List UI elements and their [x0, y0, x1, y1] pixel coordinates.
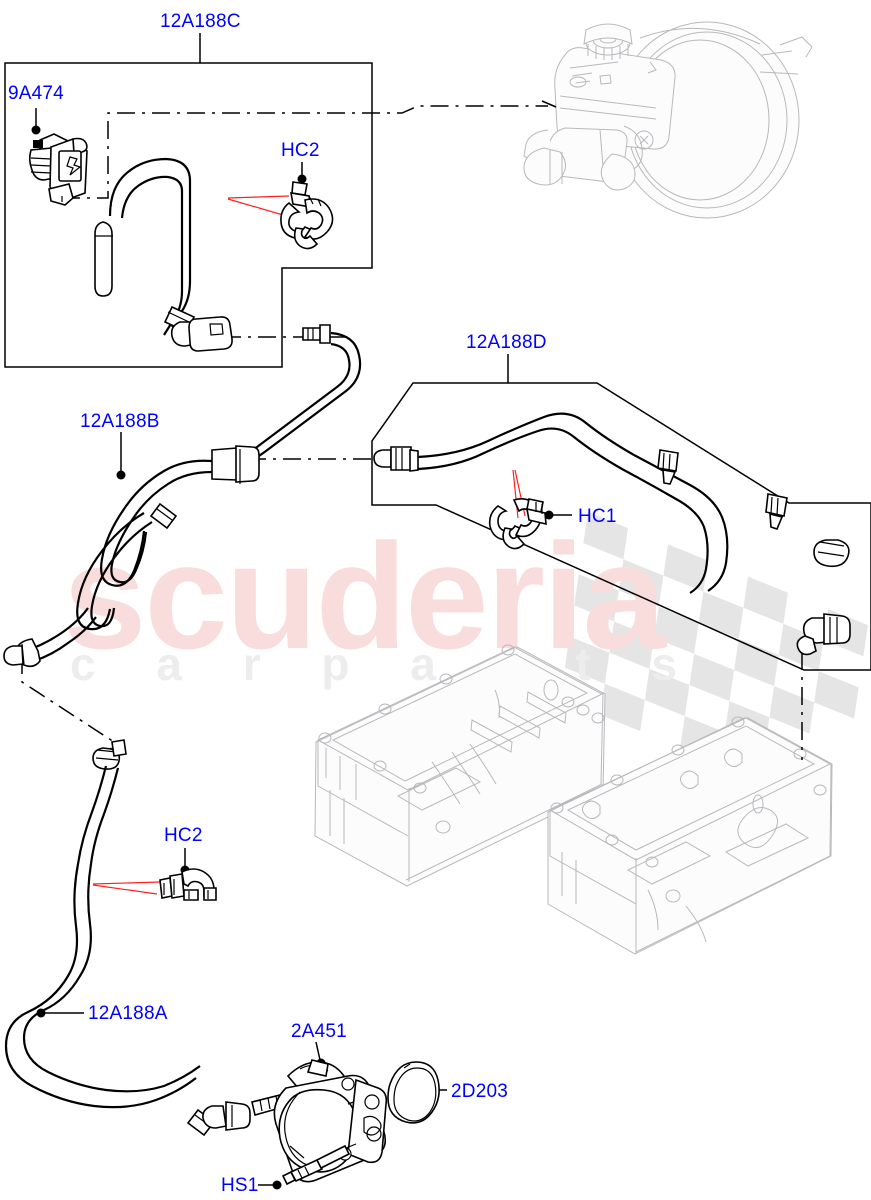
part-label-hc1[interactable]: HC1 [578, 506, 617, 527]
part-label-2a451[interactable]: 2A451 [291, 1021, 347, 1042]
construction-line-valve-to-booster [62, 105, 548, 199]
highlight-pointer-hc2-bottom [92, 881, 161, 895]
vacuum-pump-gasket-2d203 [387, 1061, 440, 1124]
hose-barb-fitting-c [302, 324, 331, 344]
construction-line-a-bend [21, 656, 112, 756]
part-label-12a188b[interactable]: 12A188B [80, 411, 160, 432]
part-label-hc2-top[interactable]: HC2 [281, 140, 320, 161]
part-label-9a474[interactable]: 9A474 [8, 83, 64, 104]
vacuum-hose-12a188d [417, 412, 851, 656]
vacuum-hose-12a188a [4, 739, 251, 1137]
hose-clip-hc1 [488, 498, 547, 550]
hose-clip-hc2-upper [280, 181, 334, 250]
part-label-12a188a[interactable]: 12A188A [88, 1003, 168, 1024]
leader-2a451 [315, 1041, 321, 1061]
brake-booster-master-cylinder [523, 21, 813, 219]
part-label-12a188c[interactable]: 12A188C [160, 11, 241, 32]
hose-clip-hc2-lower [159, 868, 217, 901]
leader-dot-9a474 [31, 125, 41, 135]
part-label-hc2-bottom[interactable]: HC2 [164, 825, 203, 846]
panel-box-12a188d [371, 382, 871, 671]
watermark-scuderia: scuderia [63, 512, 668, 680]
vacuum-hose-12a188b [3, 331, 362, 668]
intake-manifold-lower [547, 716, 833, 955]
vacuum-hose-12a188c [94, 157, 233, 352]
vacuum-check-valve-9a474 [28, 133, 88, 206]
leader-dot-hc2-top [297, 174, 307, 184]
leader-dot-hc1 [544, 510, 554, 520]
retaining-bolt-hs1 [281, 1143, 357, 1186]
panel-box-12a188c [4, 62, 373, 368]
intake-manifold-upper [314, 644, 606, 887]
hose-barb-fitting-d [373, 446, 419, 472]
part-label-2d203[interactable]: 2D203 [451, 1081, 508, 1102]
part-label-hs1[interactable]: HS1 [221, 1175, 259, 1196]
leader-dot-12a188b [116, 470, 126, 480]
highlight-pointer-hc2-top [227, 195, 291, 218]
leader-dot-hs1 [272, 1180, 282, 1190]
part-label-12a188d[interactable]: 12A188D [466, 332, 547, 353]
